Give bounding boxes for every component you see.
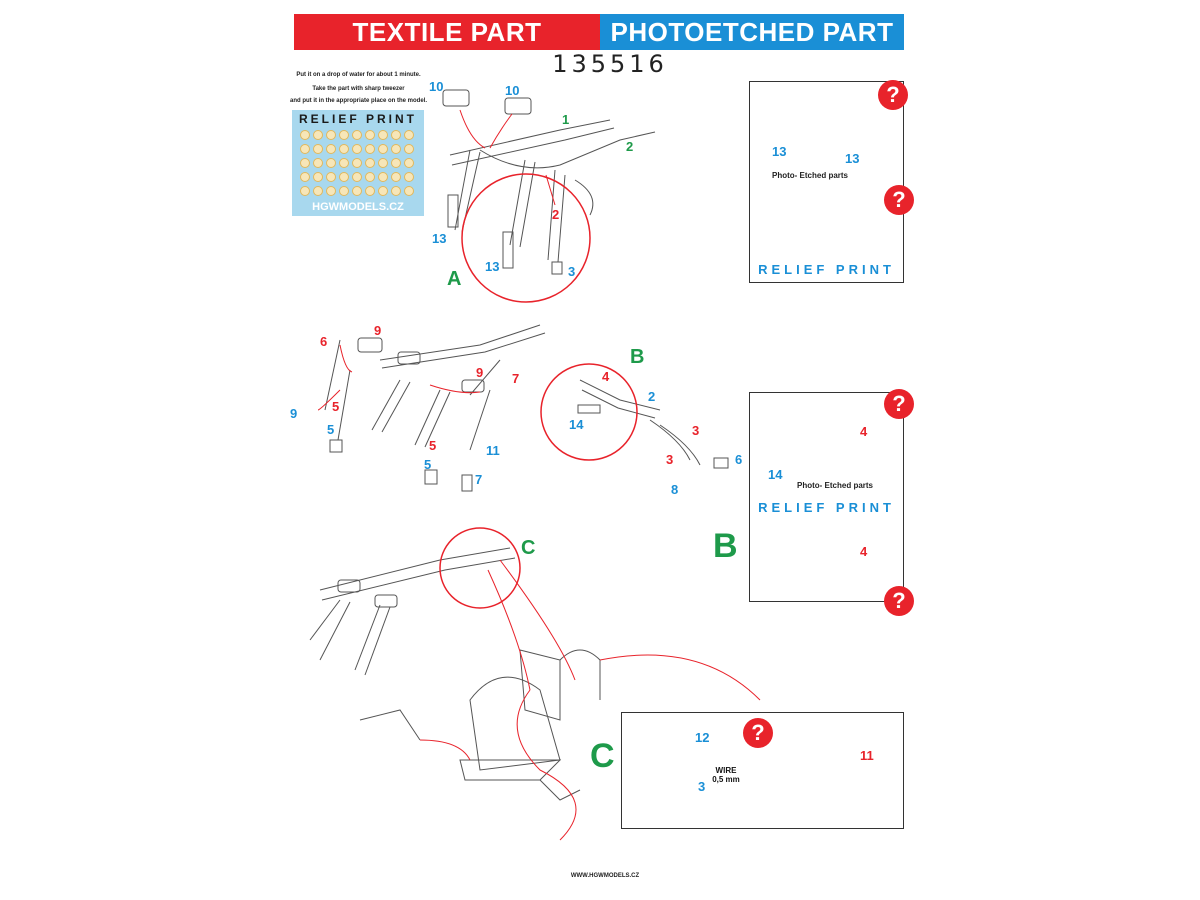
strap-c-top-1 xyxy=(319,547,511,591)
pe-parts-label-2: Photo- Etched parts xyxy=(797,481,874,490)
decal-dot-grid xyxy=(300,130,417,196)
part-num-c-11: 11 xyxy=(860,748,874,763)
decal-title: RELIEF PRINT xyxy=(298,112,417,126)
part-num-a-10-left: 10 xyxy=(429,79,444,94)
decal-brand: HGWMODELS.CZ xyxy=(312,201,404,213)
part-num-p3-4: 4 xyxy=(860,424,868,439)
pe-parts-label-1: Photo- Etched parts xyxy=(772,171,849,180)
part-num-p3-14: 14 xyxy=(768,467,783,482)
section-letter-b-large: B xyxy=(713,527,738,565)
panel-a-photoetched xyxy=(749,81,904,283)
question-icon-4: ? xyxy=(884,586,914,616)
pe-strap-a-13-left xyxy=(447,194,459,228)
part-num-b-7-red: 7 xyxy=(512,371,520,386)
part-num-b-3-top: 3 xyxy=(692,423,700,438)
part-num-b-5-left: 5 xyxy=(332,399,340,414)
part-num-a-2-red: 2 xyxy=(552,207,560,222)
relief-print-label-2: RELIEF PRINT xyxy=(758,500,895,515)
part-num-b-4: 4 xyxy=(602,369,610,384)
wire-label-line1: WIRE xyxy=(715,766,737,775)
instruction-line-3: and put it in the appropriate place on t… xyxy=(289,98,427,104)
strap-b-top-1 xyxy=(379,324,541,361)
question-icon-3: ? xyxy=(884,389,914,419)
detail-circle-b xyxy=(540,363,638,461)
section-letter-c: C xyxy=(521,537,536,559)
part-num-a-13-left: 13 xyxy=(432,231,447,246)
part-num-p1-13-right: 13 xyxy=(845,151,860,166)
question-icon-1: ? xyxy=(878,80,908,110)
strap-a-shoulder xyxy=(479,131,656,169)
textile-part-header: TEXTILE PART xyxy=(294,14,600,50)
pe-strap-a-13-mid xyxy=(502,231,514,269)
clip-a-3 xyxy=(551,261,563,275)
part-num-a-13-mid: 13 xyxy=(485,259,500,274)
buckle-a-right xyxy=(504,97,532,115)
instruction-line-2: Take the part with sharp tweezer xyxy=(312,86,405,92)
part-num-b-5-mid: 5 xyxy=(429,438,437,453)
part-num-a-10-right: 10 xyxy=(505,83,520,98)
section-letter-c-large: C xyxy=(590,737,615,775)
part-num-c-3: 3 xyxy=(698,779,706,794)
part-num-b-3-bot: 3 xyxy=(666,452,674,467)
wire-label: WIRE 0,5 mm xyxy=(706,766,746,784)
part-num-b-11: 11 xyxy=(486,443,500,458)
part-num-a-3: 3 xyxy=(568,264,576,279)
part-num-c-12: 12 xyxy=(695,730,710,745)
part-num-b-8: 8 xyxy=(671,482,679,497)
part-num-b-14: 14 xyxy=(569,417,584,432)
part-num-a-1: 1 xyxy=(562,112,570,127)
part-num-b-9-mid: 9 xyxy=(476,365,484,380)
part-num-p4-4: 4 xyxy=(860,544,868,559)
part-num-b-6: 6 xyxy=(320,334,328,349)
strap-a-top-2 xyxy=(451,127,615,166)
photoetched-part-header: PHOTOETCHED PART xyxy=(600,14,904,50)
footer-url: WWW.HGWMODELS.CZ xyxy=(570,873,640,879)
part-num-p1-13-left: 13 xyxy=(772,144,787,159)
wire-label-line2: 0,5 mm xyxy=(712,775,740,784)
product-code: 135516 xyxy=(552,50,668,78)
detail-circle-c xyxy=(439,527,521,609)
seat-shape xyxy=(469,676,561,771)
instruction-line-1: Put it on a drop of water for about 1 mi… xyxy=(296,72,421,78)
detail-circle-a xyxy=(461,173,591,303)
relief-print-label-1: RELIEF PRINT xyxy=(758,262,895,277)
strap-a-left xyxy=(454,149,471,231)
part-num-b-5-left-blue: 5 xyxy=(327,422,335,437)
part-num-a-2-green: 2 xyxy=(626,139,634,154)
section-letter-b: B xyxy=(630,346,645,368)
question-icon-5: ? xyxy=(743,718,773,748)
section-letter-a: A xyxy=(447,268,462,290)
panel-b-photoetched xyxy=(749,392,904,602)
part-num-b-7-blue: 7 xyxy=(475,472,483,487)
part-num-b-2: 2 xyxy=(648,389,656,404)
relief-print-decal-sheet: RELIEF PRINT HGWMODELS.CZ xyxy=(292,110,424,216)
part-num-b-5-mid-blue: 5 xyxy=(424,457,432,472)
buckle-a-left xyxy=(442,89,470,107)
question-icon-2: ? xyxy=(884,185,914,215)
strap-a-top-1 xyxy=(449,119,611,156)
part-num-b-6-right: 6 xyxy=(735,452,743,467)
part-num-b-9-top: 9 xyxy=(374,323,382,338)
part-num-b-9-left: 9 xyxy=(290,406,298,421)
